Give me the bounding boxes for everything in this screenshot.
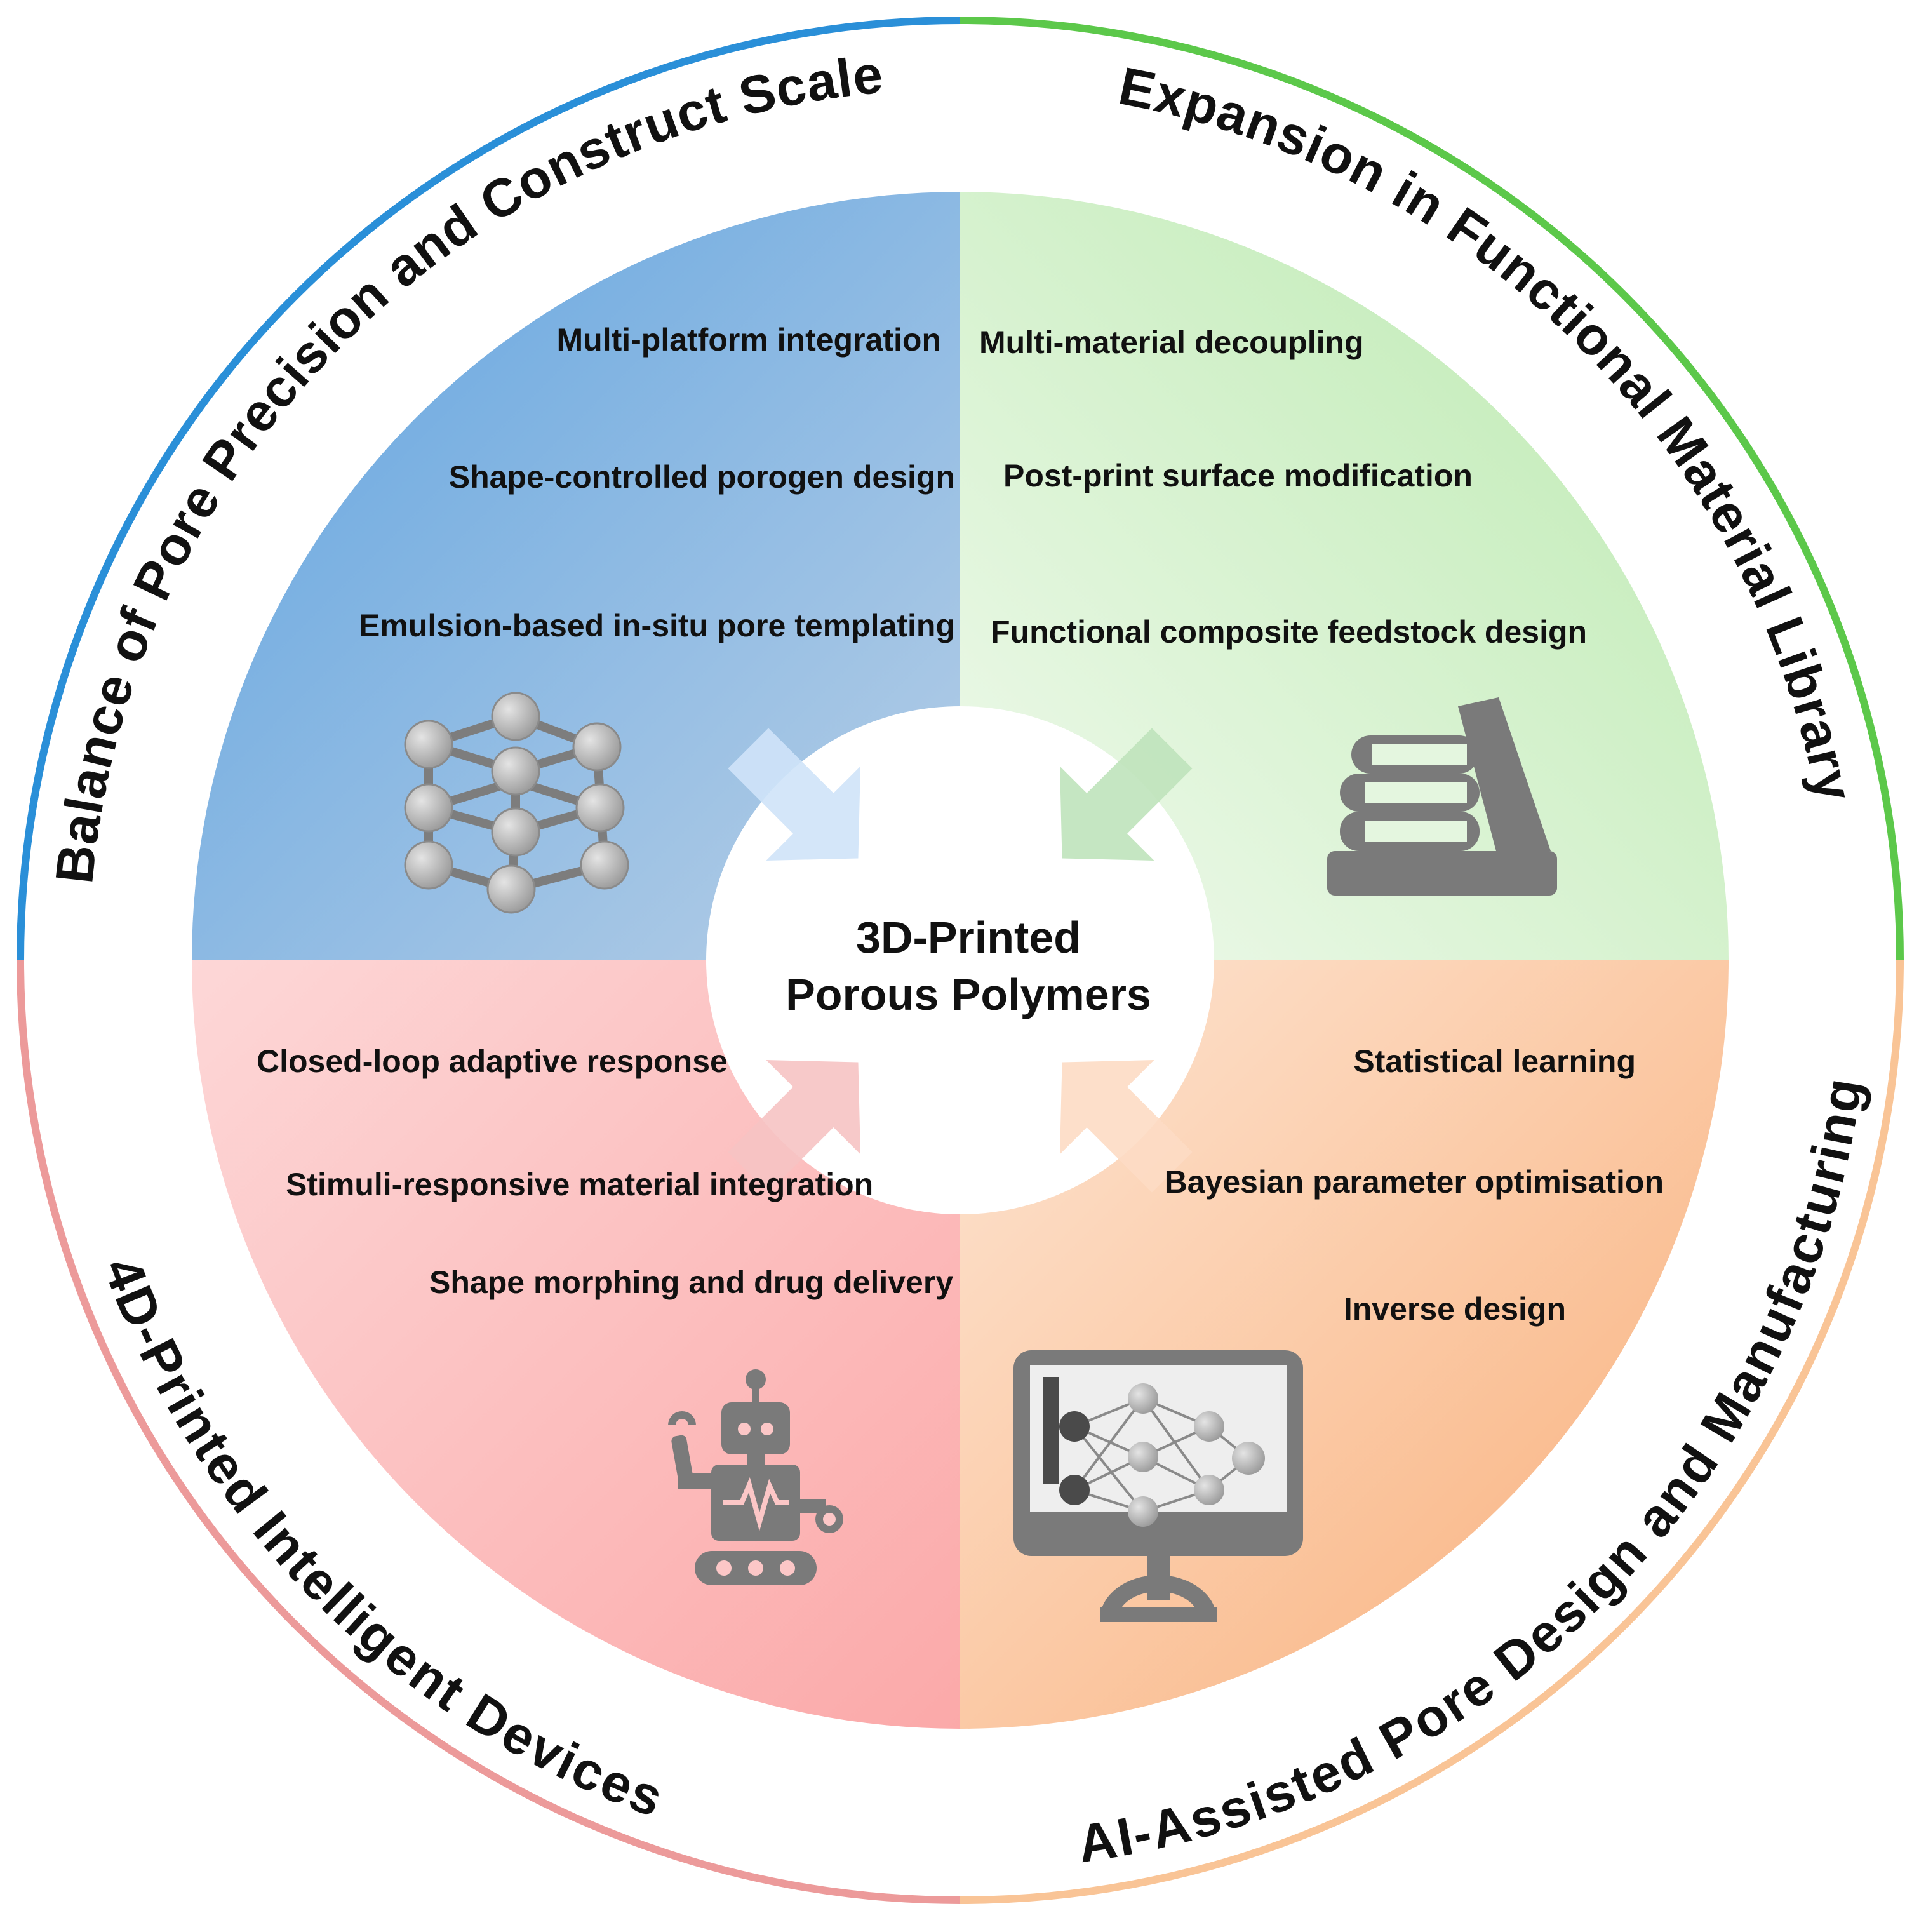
lattice-network-icon xyxy=(404,692,629,914)
arrow-top-right-icon xyxy=(1060,728,1193,861)
top-left-item: Shape-controlled porogen design xyxy=(449,459,955,495)
top-right-item: Multi-material decoupling xyxy=(979,325,1364,360)
ring-arc-top-left xyxy=(17,17,961,961)
neural-network-monitor-icon xyxy=(1013,1350,1303,1622)
books-library-icon xyxy=(1327,697,1557,896)
ring-arc-bottom-left xyxy=(17,960,961,1904)
bottom-right-item: Statistical learning xyxy=(1353,1043,1636,1079)
arrow-bottom-right-icon xyxy=(1060,1060,1193,1193)
ring-arc-bottom-right xyxy=(960,960,1904,1904)
ring-arc-top-right xyxy=(960,17,1904,961)
top-right-item: Functional composite feedstock design xyxy=(991,614,1587,650)
bottom-left-item: Stimuli-responsive material integration xyxy=(286,1167,873,1202)
center-title-line-1: 3D-Printed xyxy=(856,913,1081,962)
bottom-left-item: Closed-loop adaptive response xyxy=(257,1043,728,1079)
arrow-bottom-left-icon xyxy=(728,1060,860,1193)
robot-icon xyxy=(668,1369,843,1585)
center-title-line-2: Porous Polymers xyxy=(786,970,1151,1019)
top-left-item: Multi-platform integration xyxy=(557,322,942,358)
bottom-right-item: Bayesian parameter optimisation xyxy=(1165,1164,1664,1200)
top-right-item: Post-print surface modification xyxy=(1003,458,1473,493)
bottom-left-item: Shape morphing and drug delivery xyxy=(429,1265,953,1300)
arrow-top-left-icon xyxy=(728,728,860,861)
top-left-item: Emulsion-based in-situ pore templating xyxy=(359,608,955,643)
bottom-right-item: Inverse design xyxy=(1344,1291,1566,1327)
